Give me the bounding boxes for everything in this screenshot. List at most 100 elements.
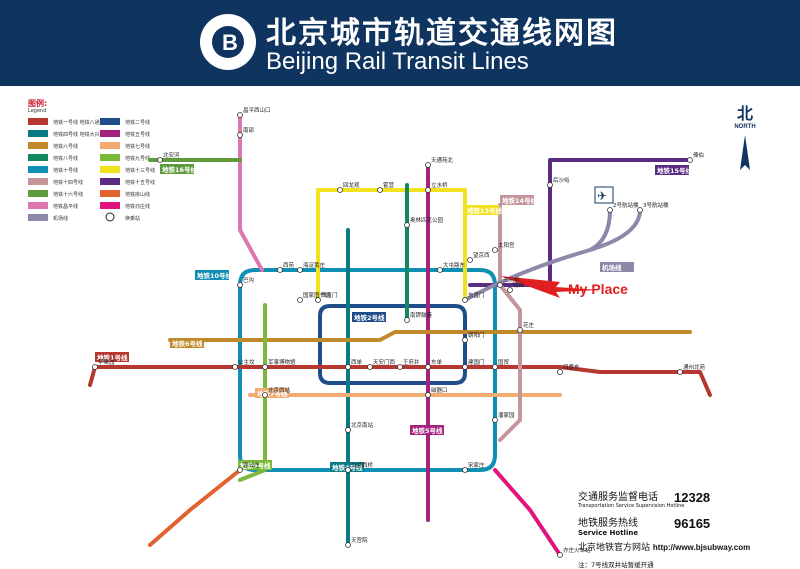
station-label: 立水桥 xyxy=(431,181,448,189)
station-label: 天宫院 xyxy=(351,536,368,544)
line-airport xyxy=(463,208,642,302)
legend-label: 地铁七号线 xyxy=(125,143,150,150)
station-label: 苹果园 xyxy=(98,358,115,366)
legend-label: 换乘站 xyxy=(125,215,140,222)
station-marker[interactable] xyxy=(467,257,473,263)
legend-swatch xyxy=(100,154,120,161)
station-marker[interactable] xyxy=(232,364,238,370)
station-marker[interactable] xyxy=(425,364,431,370)
station-marker[interactable] xyxy=(425,392,431,398)
service-hotline: 地铁服务热线 Service Hotline 96165 xyxy=(578,516,711,537)
station-marker[interactable] xyxy=(462,467,468,473)
station-label: 国家图书馆 xyxy=(303,291,331,299)
station-marker[interactable] xyxy=(517,327,523,333)
legend-swatch xyxy=(100,178,120,185)
station-marker[interactable] xyxy=(297,267,303,273)
line-badge-label: 地铁10号线 xyxy=(197,271,233,280)
station-marker[interactable] xyxy=(315,297,321,303)
station-marker[interactable] xyxy=(367,364,373,370)
line-changping xyxy=(238,113,264,272)
line-2 xyxy=(318,304,467,385)
line-badge-label: 地铁7号线 xyxy=(257,389,288,398)
station-marker[interactable] xyxy=(337,187,343,193)
station-label: 天通苑北 xyxy=(431,156,454,164)
station-marker[interactable] xyxy=(262,392,268,398)
title-chinese: 北京城市轨道交通线网图 xyxy=(266,16,618,51)
website-link[interactable]: http://www.bjsubway.com xyxy=(652,543,751,552)
legend-label: 地铁亦庄线 xyxy=(125,203,150,210)
station-marker[interactable] xyxy=(157,157,163,163)
line-badge-label: 地铁6号线 xyxy=(172,339,203,348)
station-marker[interactable] xyxy=(425,187,431,193)
station-label: 郭公庄 xyxy=(243,461,260,469)
station-marker[interactable] xyxy=(297,297,303,303)
station-marker[interactable] xyxy=(92,364,98,370)
beijing-subway-logo: B xyxy=(200,14,256,70)
station-marker[interactable] xyxy=(492,364,498,370)
station-marker[interactable] xyxy=(462,337,468,343)
station-label: 2号航站楼 xyxy=(613,201,639,209)
station-marker[interactable] xyxy=(262,364,268,370)
station-marker[interactable] xyxy=(557,369,563,375)
legend-swatch xyxy=(28,214,48,221)
station-marker[interactable] xyxy=(637,207,643,213)
line-badge xyxy=(352,312,386,322)
legend-swatch xyxy=(100,130,120,137)
station-marker[interactable] xyxy=(404,317,410,323)
station-marker[interactable] xyxy=(377,187,383,193)
legend-label: 地铁一号线 地铁八通线 xyxy=(53,119,105,126)
station-marker[interactable] xyxy=(462,297,468,303)
title-english: Beijing Rail Transit Lines xyxy=(266,48,529,75)
station-marker[interactable] xyxy=(677,369,683,375)
station-label: 三元桥 xyxy=(503,276,520,284)
station-label: 东直门 xyxy=(468,291,485,299)
line-badge-label: 地铁2号线 xyxy=(354,313,385,322)
legend-label: 地铁十四号线 xyxy=(53,179,83,186)
station-marker[interactable] xyxy=(437,267,443,273)
station-marker[interactable] xyxy=(607,207,613,213)
station-marker[interactable] xyxy=(547,182,553,188)
station-label: 磁器口 xyxy=(431,386,448,394)
legend-swatch xyxy=(100,202,120,209)
legend-swatch xyxy=(100,118,120,125)
station-marker[interactable] xyxy=(687,157,693,163)
station-marker[interactable] xyxy=(237,467,243,473)
legend-swatch xyxy=(28,142,48,149)
line-badge xyxy=(410,425,444,435)
line-badge-label: 地铁9号线 xyxy=(240,461,271,470)
legend-swatch xyxy=(28,166,48,173)
station-label: 将台 xyxy=(513,281,525,289)
station-label: 望京西 xyxy=(473,251,490,259)
station-marker[interactable] xyxy=(557,552,563,558)
legend-swatch xyxy=(28,118,48,125)
station-marker[interactable] xyxy=(345,427,351,433)
station-marker[interactable] xyxy=(507,287,513,293)
station-marker[interactable] xyxy=(492,247,498,253)
station-marker[interactable] xyxy=(277,267,283,273)
station-marker[interactable] xyxy=(345,467,351,473)
station-marker[interactable] xyxy=(404,222,410,228)
station-marker[interactable] xyxy=(237,112,243,118)
legend-swatch xyxy=(28,190,48,197)
station-marker[interactable] xyxy=(237,132,243,138)
station-marker[interactable] xyxy=(345,364,351,370)
station-label: 巴沟 xyxy=(243,276,255,284)
station-label: 军事博物馆 xyxy=(268,358,296,366)
station-marker[interactable] xyxy=(492,417,498,423)
legend-label: 地铁八号线 xyxy=(53,155,78,162)
north-indicator: 北 NORTH xyxy=(734,104,756,130)
line-badge-label: 地铁16号线 xyxy=(162,165,198,174)
station-marker[interactable] xyxy=(397,364,403,370)
line-badge xyxy=(160,164,194,174)
station-marker[interactable] xyxy=(237,282,243,288)
line-badge xyxy=(255,388,289,398)
station-marker[interactable] xyxy=(497,282,503,288)
station-marker[interactable] xyxy=(462,364,468,370)
station-label: 北安河 xyxy=(163,151,180,159)
official-website: 北京地铁官方网站 http://www.bjsubway.com xyxy=(578,543,751,553)
line-15 xyxy=(468,158,692,287)
station-marker[interactable] xyxy=(345,542,351,548)
station-marker[interactable] xyxy=(425,162,431,168)
line-badge-label: 机场线 xyxy=(602,263,622,272)
line-badge-label: 地铁15号线 xyxy=(657,166,693,175)
